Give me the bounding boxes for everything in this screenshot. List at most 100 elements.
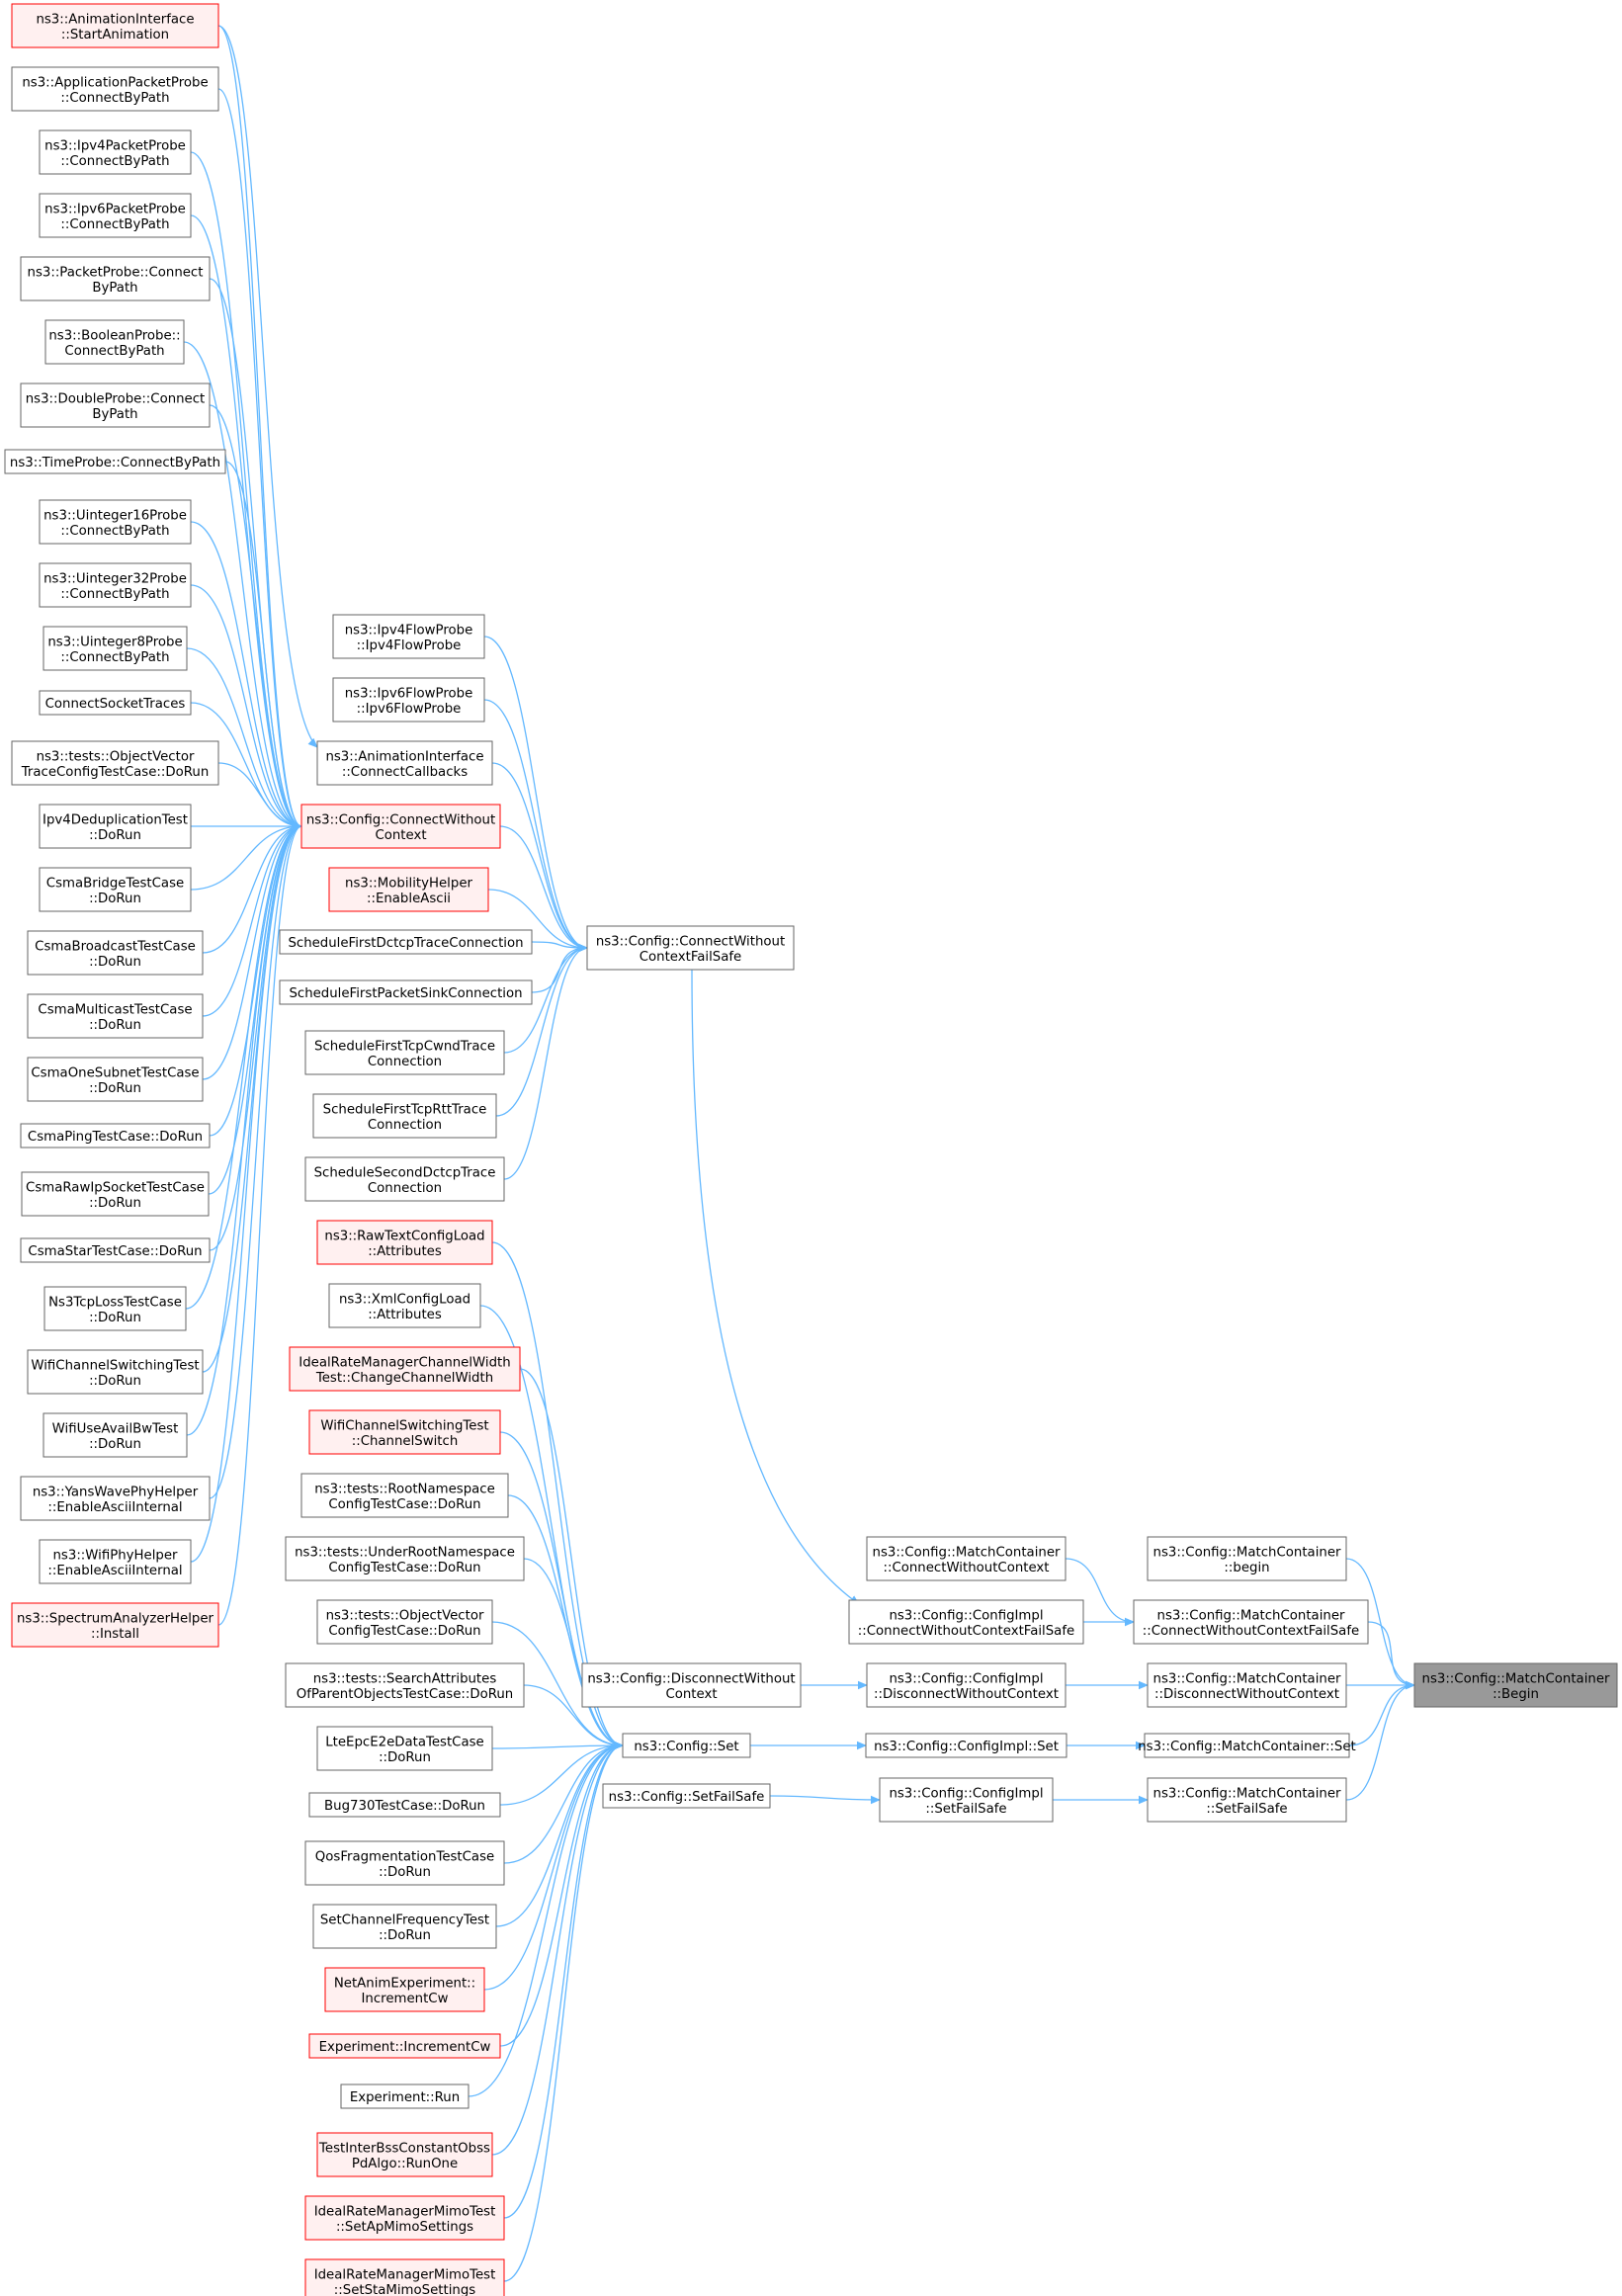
node-csmastartestcase-dorun[interactable]: CsmaStarTestCase::DoRun: [20, 1237, 211, 1263]
node-ns3-yanswavephyhelper-enableasciiinternal[interactable]: ns3::YansWavePhyHelper::EnableAsciiInter…: [20, 1476, 211, 1521]
node-csmamulticasttestcase-dorun[interactable]: CsmaMulticastTestCase::DoRun: [27, 993, 204, 1039]
node-connectsockettraces[interactable]: ConnectSocketTraces: [39, 690, 192, 716]
node-ns3-config-matchcontainer-connectwithoutcontextfailsafe[interactable]: ns3::Config::MatchContainer::ConnectWith…: [1133, 1599, 1369, 1645]
node-box: [39, 129, 192, 175]
node-ns3-config-configimpl-connectwithoutcontextfailsafe[interactable]: ns3::Config::ConfigImpl::ConnectWithoutC…: [848, 1599, 1084, 1645]
node-schedulefirstpacketsinkconnection[interactable]: ScheduleFirstPacketSinkConnection: [279, 979, 533, 1005]
node-ns3-config-configimpl-set[interactable]: ns3::Config::ConfigImpl::Set: [865, 1733, 1067, 1758]
node-box: [4, 449, 226, 474]
node-csmabridgetestcase-dorun[interactable]: CsmaBridgeTestCase::DoRun: [39, 867, 192, 912]
node-ns3-uinteger32probe-connectbypath[interactable]: ns3::Uinteger32Probe::ConnectByPath: [39, 562, 192, 608]
node-ipv4deduplicationtest-dorun[interactable]: Ipv4DeduplicationTest::DoRun: [39, 804, 192, 849]
node-label: ::EnableAscii: [367, 892, 451, 906]
node-experiment-run[interactable]: Experiment::Run: [340, 2083, 470, 2109]
edge-s10-to-cset: [499, 1741, 624, 1806]
node-label: ns3::ApplicationPacketProbe: [22, 75, 208, 90]
node-ns3-xmlconfigload-attributes[interactable]: ns3::XmlConfigLoad::Attributes: [328, 1283, 481, 1328]
node-label: ::DoRun: [379, 1928, 431, 1943]
node-csmarawipsockettestcase-dorun[interactable]: CsmaRawIpSocketTestCase::DoRun: [21, 1171, 210, 1217]
node-ns3-config-set[interactable]: ns3::Config::Set: [622, 1733, 751, 1758]
node-ns3-config-matchcontainer-set[interactable]: ns3::Config::MatchContainer::Set: [1138, 1733, 1356, 1758]
node-ns3-tests-rootnamespaceconfigtestcase-dorun[interactable]: ns3::tests::RootNamespaceConfigTestCase:…: [300, 1473, 509, 1518]
node-lteepce2edatatestcase-dorun[interactable]: LteEpcE2eDataTestCase::DoRun: [316, 1726, 493, 1771]
node-label: TraceConfigTestCase::DoRun: [21, 765, 210, 780]
node-ns3-animationinterface-connectcallbacks[interactable]: ns3::AnimationInterface::ConnectCallback…: [316, 740, 493, 786]
node-ns3-rawtextconfigload-attributes[interactable]: ns3::RawTextConfigLoad::Attributes: [316, 1220, 493, 1265]
node-ns3tcplosstestcase-dorun[interactable]: Ns3TcpLossTestCase::DoRun: [43, 1286, 187, 1331]
node-ns3-uinteger8probe-connectbypath[interactable]: ns3::Uinteger8Probe::ConnectByPath: [43, 626, 188, 671]
node-ns3-tests-objectvectorconfigtestcase-dorun[interactable]: ns3::tests::ObjectVectorConfigTestCase::…: [316, 1599, 493, 1645]
node-ns3-ipv4packetprobe-connectbypath[interactable]: ns3::Ipv4PacketProbe::ConnectByPath: [39, 129, 192, 175]
node-ns3-config-configimpl-disconnectwithoutcontext[interactable]: ns3::Config::ConfigImpl::DisconnectWitho…: [866, 1662, 1067, 1708]
node-wifiuseavailbwtest-dorun[interactable]: WifiUseAvailBwTest::DoRun: [43, 1412, 188, 1458]
node-ns3-ipv6packetprobe-connectbypath[interactable]: ns3::Ipv6PacketProbe::ConnectByPath: [39, 193, 192, 238]
edge-n1-to-aicc: [217, 25, 318, 748]
node-setchannelfrequencytest-dorun[interactable]: SetChannelFrequencyTest::DoRun: [312, 1904, 497, 1949]
node-label: CsmaPingTestCase::DoRun: [28, 1130, 203, 1145]
node-ns3-mobilityhelper-enableascii[interactable]: ns3::MobilityHelper::EnableAscii: [328, 867, 489, 912]
edge-cwc-to-cwcfs: [499, 825, 588, 953]
node-idealratemanagermimotest-setstamimosettings[interactable]: IdealRateManagerMimoTest::SetStaMimoSett…: [304, 2258, 505, 2296]
node-label: ::Install: [91, 1627, 139, 1642]
node-label: ::SetApMimoSettings: [336, 2220, 473, 2235]
node-label: OfParentObjectsTestCase::DoRun: [297, 1687, 514, 1702]
edge-n23-to-cwc: [202, 821, 302, 1373]
edge-ipv4fp-to-cwcfs: [483, 636, 588, 953]
node-netanimexperiment-incrementcw[interactable]: NetAnimExperiment::IncrementCw: [324, 1967, 485, 2012]
node-ns3-tests-objectvectortraceconfigtestcase-dorun[interactable]: ns3::tests::ObjectVectorTraceConfigTestC…: [11, 740, 219, 786]
node-ns3-config-matchcontainer-begin[interactable]: ns3::Config::MatchContainer::begin: [1147, 1536, 1347, 1581]
node-label: Connection: [368, 1055, 442, 1069]
node-box: [866, 1662, 1067, 1708]
node-ns3-ipv4flowprobe-ipv4flowprobe[interactable]: ns3::Ipv4FlowProbe::Ipv4FlowProbe: [332, 614, 485, 659]
node-ns3-config-matchcontainer-connectwithoutcontext[interactable]: ns3::Config::MatchContainer::ConnectWith…: [866, 1536, 1067, 1581]
node-wifichannelswitchingtest-dorun[interactable]: WifiChannelSwitchingTest::DoRun: [27, 1349, 204, 1395]
node-label: ns3::WifiPhyHelper: [53, 1548, 179, 1563]
node-ns3-config-matchcontainer-setfailsafe[interactable]: ns3::Config::MatchContainer::SetFailSafe: [1147, 1777, 1347, 1823]
node-ns3-tests-underrootnamespaceconfigtestcase-dorun[interactable]: ns3::tests::UnderRootNamespaceConfigTest…: [285, 1536, 525, 1581]
node-ns3-config-configimpl-setfailsafe[interactable]: ns3::Config::ConfigImpl::SetFailSafe: [879, 1777, 1054, 1823]
node-box: [324, 1967, 485, 2012]
node-label: ::DoRun: [89, 1196, 141, 1211]
node-label: ns3::SpectrumAnalyzerHelper: [17, 1611, 214, 1626]
node-box: [304, 2258, 505, 2296]
node-ns3-wifiphyhelper-enableasciiinternal[interactable]: ns3::WifiPhyHelper::EnableAsciiInternal: [39, 1539, 192, 1584]
node-ns3-config-connectwithoutcontextfailsafe[interactable]: ns3::Config::ConnectWithoutContextFailSa…: [586, 925, 795, 971]
node-ns3-applicationpacketprobe-connectbypath[interactable]: ns3::ApplicationPacketProbe::ConnectByPa…: [11, 66, 219, 112]
node-qosfragmentationtestcase-dorun[interactable]: QosFragmentationTestCase::DoRun: [304, 1840, 505, 1886]
node-ns3-config-matchcontainer-disconnectwithoutcontext[interactable]: ns3::Config::MatchContainer::DisconnectW…: [1147, 1662, 1347, 1708]
node-ns3-config-setfailsafe[interactable]: ns3::Config::SetFailSafe: [602, 1783, 771, 1809]
edge-cwcfs-to-cicwcfs: [691, 969, 860, 1605]
node-ns3-uinteger16probe-connectbypath[interactable]: ns3::Uinteger16Probe::ConnectByPath: [39, 499, 192, 545]
node-label: ::EnableAsciiInternal: [47, 1500, 182, 1515]
node-ns3-doubleprobe-connectbypath[interactable]: ns3::DoubleProbe::ConnectByPath: [20, 383, 211, 428]
node-experiment-incrementcw[interactable]: Experiment::IncrementCw: [308, 2033, 501, 2059]
node-label: ScheduleFirstTcpRttTrace: [323, 1102, 487, 1117]
node-ns3-config-disconnectwithoutcontext[interactable]: ns3::Config::DisconnectWithoutContext: [581, 1662, 802, 1708]
node-label: ::DoRun: [89, 955, 141, 970]
node-ns3-booleanprobe-connectbypath[interactable]: ns3::BooleanProbe::ConnectByPath: [44, 319, 185, 365]
node-wifichannelswitchingtest-channelswitch[interactable]: WifiChannelSwitchingTest::ChannelSwitch: [308, 1409, 501, 1455]
node-ns3-packetprobe-connectbypath[interactable]: ns3::PacketProbe::ConnectByPath: [20, 256, 211, 301]
node-ns3-config-matchcontainer-begin[interactable]: ns3::Config::MatchContainer::Begin: [1413, 1662, 1618, 1708]
node-schedulefirstdctcptraceconnection[interactable]: ScheduleFirstDctcpTraceConnection: [279, 929, 533, 955]
node-ns3-tests-searchattributesofparentobjectstestcase-dorun[interactable]: ns3::tests::SearchAttributesOfParentObje…: [285, 1662, 525, 1708]
edge-mhea-to-cwcfs: [487, 889, 588, 953]
node-label: ns3::Config::Set: [634, 1740, 738, 1754]
node-bug730testcase-dorun[interactable]: Bug730TestCase::DoRun: [308, 1792, 501, 1818]
node-csmapingtestcase-dorun[interactable]: CsmaPingTestCase::DoRun: [20, 1123, 211, 1148]
node-ns3-config-connectwithoutcontext[interactable]: ns3::Config::ConnectWithoutContext: [300, 804, 501, 849]
node-csmaonesubnettestcase-dorun[interactable]: CsmaOneSubnetTestCase::DoRun: [27, 1057, 204, 1102]
node-ns3-ipv6flowprobe-ipv6flowprobe[interactable]: ns3::Ipv6FlowProbe::Ipv6FlowProbe: [332, 677, 485, 723]
edge-n2-to-cwc: [217, 88, 302, 831]
node-ns3-animationinterface-startanimation[interactable]: ns3::AnimationInterface::StartAnimation: [11, 3, 219, 48]
node-csmabroadcasttestcase-dorun[interactable]: CsmaBroadcastTestCase::DoRun: [27, 930, 204, 976]
node-idealratemanagerchannelwidthtest-changechannelwidth[interactable]: IdealRateManagerChannelWidthTest::Change…: [289, 1346, 521, 1392]
node-ns3-spectrumanalyzerhelper-install[interactable]: ns3::SpectrumAnalyzerHelper::Install: [11, 1602, 219, 1648]
node-label: ns3::Config::ConnectWithout: [596, 934, 785, 949]
node-ns3-timeprobe-connectbypath[interactable]: ns3::TimeProbe::ConnectByPath: [4, 449, 226, 474]
node-idealratemanagermimotest-setapmimosettings[interactable]: IdealRateManagerMimoTest::SetApMimoSetti…: [304, 2195, 505, 2241]
